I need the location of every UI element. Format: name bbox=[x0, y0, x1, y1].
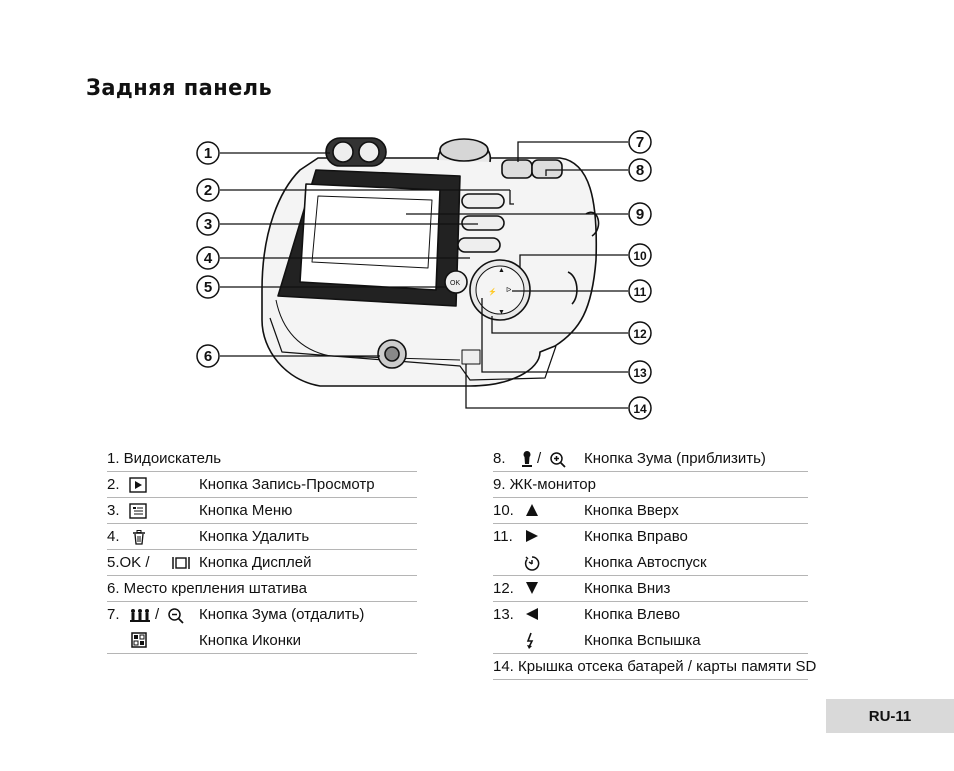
item-number: 4. bbox=[107, 528, 120, 545]
item-label: Кнопка Зума (приблизить) bbox=[584, 450, 766, 467]
item-label: Кнопка Вниз bbox=[584, 580, 671, 597]
list-item: 7. / Кнопка Зума (отдалить) bbox=[107, 602, 417, 628]
list-item: 11. Кнопка Вправо bbox=[493, 524, 808, 550]
item-text: 6. Место крепления штатива bbox=[107, 580, 307, 597]
item-label: Кнопка Меню bbox=[199, 502, 293, 519]
trash-icon bbox=[131, 529, 149, 547]
item-label: Кнопка Вверх bbox=[584, 502, 679, 519]
list-item: Кнопка Автоспуск bbox=[493, 550, 808, 576]
separator: / bbox=[537, 450, 542, 467]
separator: / bbox=[155, 606, 160, 623]
arrow-left-icon bbox=[525, 607, 543, 625]
item-label: Кнопка Зума (отдалить) bbox=[199, 606, 365, 623]
item-label: Кнопка Автоспуск bbox=[584, 554, 707, 571]
menu-icon bbox=[129, 503, 147, 521]
svg-text:⚡: ⚡ bbox=[488, 287, 497, 296]
arrow-right-icon bbox=[525, 529, 543, 547]
item-label: Кнопка Влево bbox=[584, 606, 681, 623]
arrow-up-icon bbox=[525, 503, 543, 521]
flash-icon bbox=[525, 632, 543, 650]
play-button-icon bbox=[129, 477, 147, 495]
list-item: 8. / Кнопка Зума (приблизить) bbox=[493, 446, 808, 472]
arrow-down-icon bbox=[525, 581, 543, 599]
legend-left: 1. Видоискатель 2. Кнопка Запись-Просмот… bbox=[107, 446, 417, 654]
legend-right: 8. / Кнопка Зума (приблизить) 9. ЖК-мони… bbox=[493, 446, 816, 680]
callout-4: 4 bbox=[204, 250, 213, 267]
item-label: Кнопка Иконки bbox=[199, 632, 301, 649]
item-number: 2. bbox=[107, 476, 120, 493]
item-number: 12. bbox=[493, 580, 514, 597]
list-item: 5.OK / Кнопка Дисплей bbox=[107, 550, 417, 576]
callout-14: 14 bbox=[633, 402, 647, 416]
callout-9: 9 bbox=[636, 206, 644, 223]
zoom-out-icon bbox=[167, 607, 185, 625]
display-icon bbox=[171, 555, 190, 573]
page-number: RU-11 bbox=[868, 707, 912, 725]
callout-13: 13 bbox=[633, 366, 647, 380]
zoom-in-icon bbox=[549, 451, 567, 469]
item-label: Кнопка Удалить bbox=[199, 528, 310, 545]
list-item: 4. Кнопка Удалить bbox=[107, 524, 417, 550]
list-item: 12. Кнопка Вниз bbox=[493, 576, 808, 602]
item-text: 1. Видоискатель bbox=[107, 450, 222, 467]
item-label: Кнопка Дисплей bbox=[199, 554, 312, 571]
callout-8: 8 bbox=[636, 162, 644, 179]
callout-5: 5 bbox=[204, 279, 212, 296]
item-number: 8. bbox=[493, 450, 506, 467]
item-number: 10. bbox=[493, 502, 514, 519]
list-item: 2. Кнопка Запись-Просмотр bbox=[107, 472, 417, 498]
item-number: 5.OK / bbox=[107, 554, 150, 571]
callout-7: 7 bbox=[636, 134, 644, 151]
list-item: 3. Кнопка Меню bbox=[107, 498, 417, 524]
callout-12: 12 bbox=[633, 327, 647, 341]
callout-6: 6 bbox=[204, 348, 212, 365]
list-item: Кнопка Вспышка bbox=[493, 628, 808, 654]
callout-11: 11 bbox=[634, 285, 647, 299]
wide-icon bbox=[129, 607, 150, 625]
item-number: 13. bbox=[493, 606, 514, 623]
callout-10: 10 bbox=[633, 249, 647, 263]
svg-text:ᐅ: ᐅ bbox=[506, 287, 511, 294]
list-item: 1. Видоискатель bbox=[107, 446, 417, 472]
item-number: 11. bbox=[493, 528, 513, 545]
svg-text:▼: ▼ bbox=[498, 309, 505, 316]
item-number: 7. bbox=[107, 606, 120, 623]
callout-1: 1 bbox=[204, 145, 212, 162]
item-label: Кнопка Вспышка bbox=[584, 632, 701, 649]
svg-text:▲: ▲ bbox=[498, 267, 505, 274]
tele-icon bbox=[521, 450, 539, 468]
svg-text:OK: OK bbox=[450, 280, 460, 287]
list-item: Кнопка Иконки bbox=[107, 628, 417, 654]
item-label: Кнопка Запись-Просмотр bbox=[199, 476, 375, 493]
page-number-badge: RU-11 bbox=[826, 699, 954, 733]
callout-2: 2 bbox=[204, 182, 212, 199]
item-number: 3. bbox=[107, 502, 120, 519]
camera-back-diagram: OK ⚡ ᐅ ▲ ▼ bbox=[196, 130, 652, 420]
list-item: 9. ЖК-монитор bbox=[493, 472, 808, 498]
thumbnail-icon bbox=[131, 632, 149, 650]
list-item: 14. Крышка отсека батарей / карты памяти… bbox=[493, 654, 816, 680]
page-title: Задняя панель bbox=[86, 76, 273, 101]
item-label: Кнопка Вправо bbox=[584, 528, 688, 545]
self-timer-icon bbox=[524, 554, 542, 572]
item-text: 9. ЖК-монитор bbox=[493, 476, 596, 493]
callout-3: 3 bbox=[204, 216, 212, 233]
item-text: 14. Крышка отсека батарей / карты памяти… bbox=[493, 658, 817, 675]
list-item: 13. Кнопка Влево bbox=[493, 602, 808, 628]
list-item: 6. Место крепления штатива bbox=[107, 576, 417, 602]
list-item: 10. Кнопка Вверх bbox=[493, 498, 808, 524]
